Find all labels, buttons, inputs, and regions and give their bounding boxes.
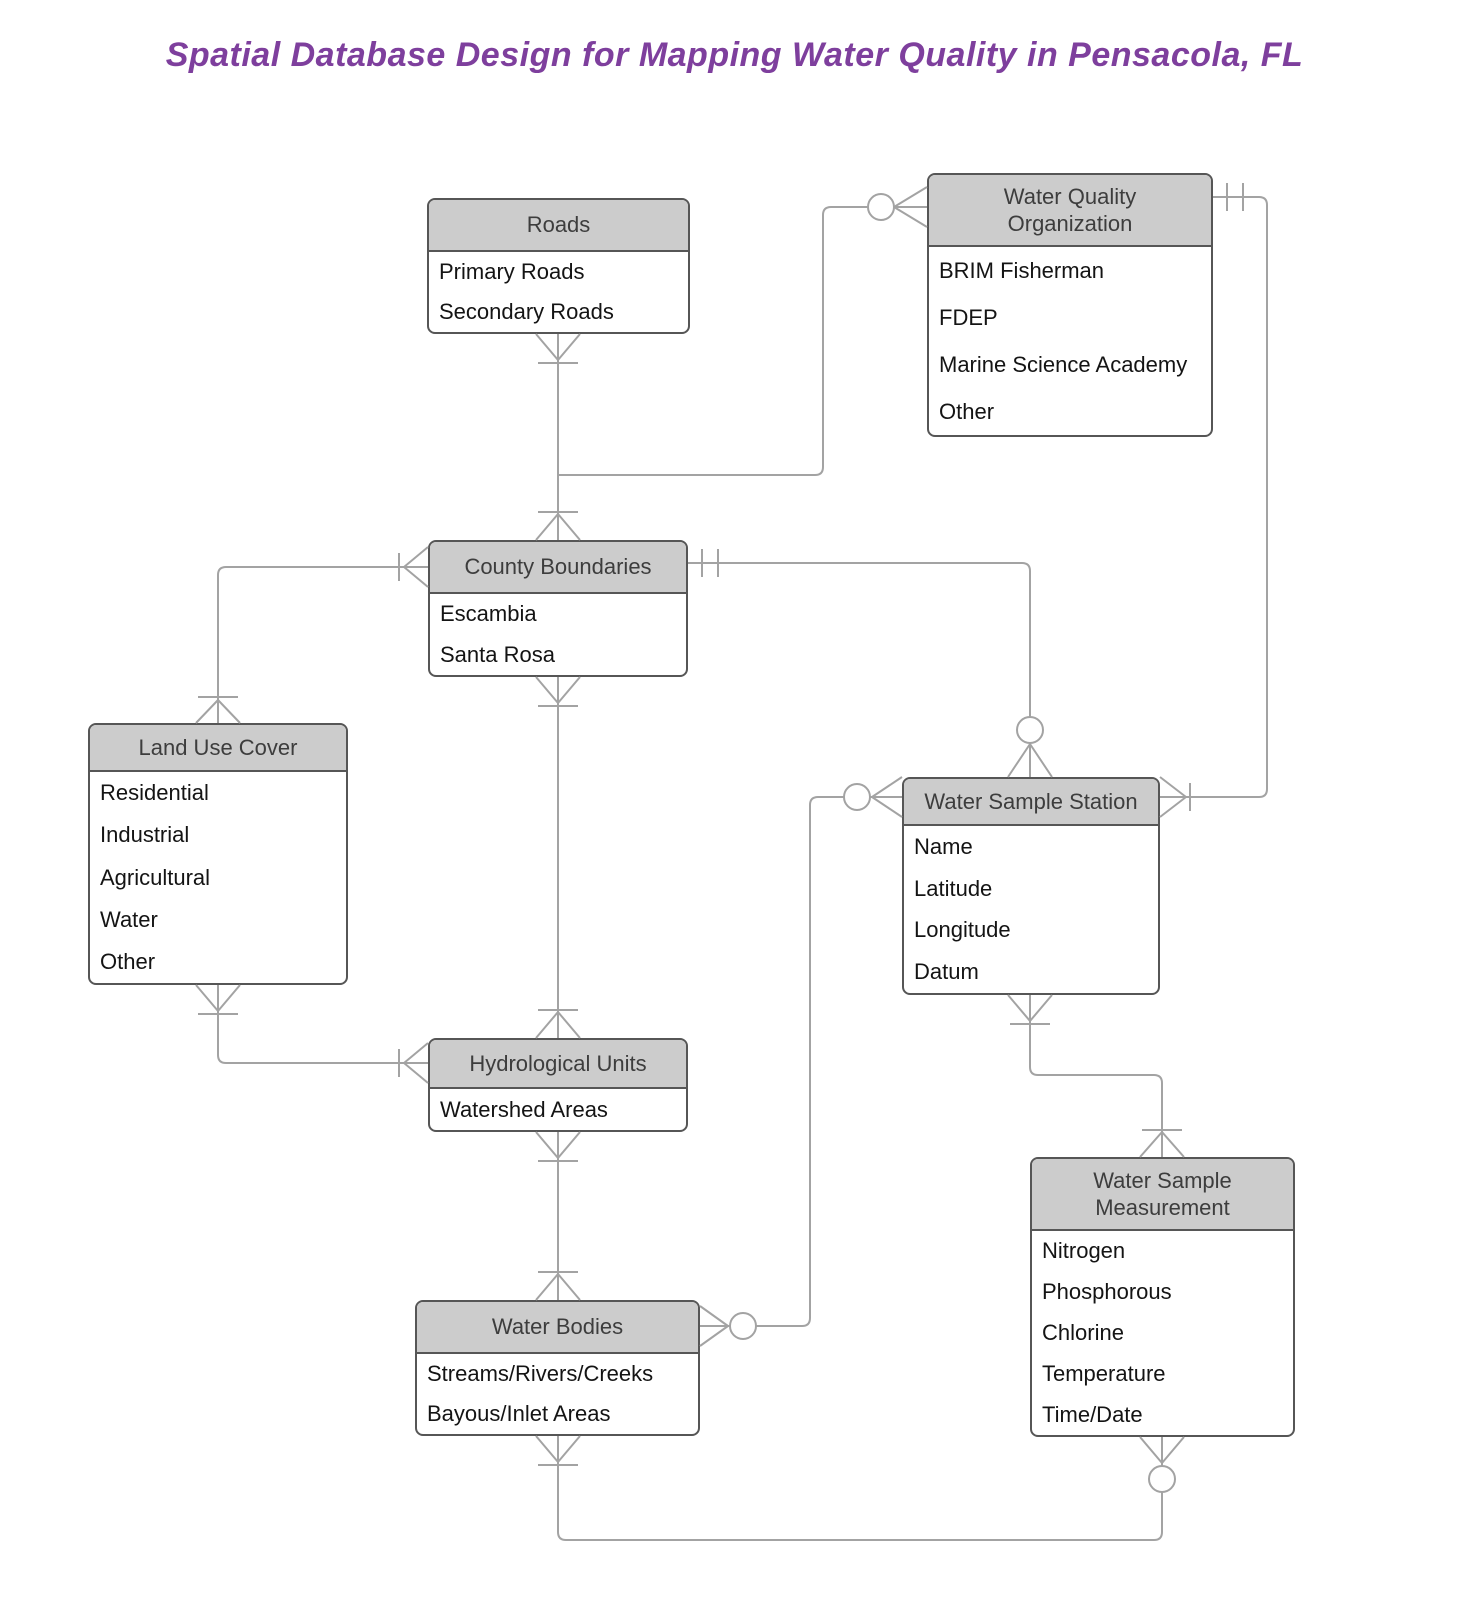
entity-water-bodies-body: Streams/Rivers/Creeks Bayous/Inlet Areas [417,1354,698,1434]
entity-water-sample-measurement[interactable]: Water Sample Measurement Nitrogen Phosph… [1030,1157,1295,1437]
attribute-row: Latitude [914,875,993,901]
relationship-hydrological-units-water-bodies [535,1131,581,1301]
connector-line [217,566,428,723]
connector-line [217,985,428,1064]
entity-water-bodies-header: Water Bodies [417,1302,698,1354]
crows-foot-one-or-many [1159,776,1191,818]
crows-foot-many [1139,1436,1185,1464]
attribute-row: Marine Science Academy [939,351,1188,377]
zero-circle-marker [843,783,871,811]
entity-water-sample-station-header: Water Sample Station [904,779,1158,826]
crows-foot-one-or-many [535,511,581,541]
attribute-row: Phosphorous [1042,1279,1172,1305]
attribute-row: BRIM Fisherman [939,257,1105,283]
attribute-row: Streams/Rivers/Creeks [427,1361,654,1386]
zero-circle-marker [867,193,895,221]
crows-foot-one-or-many [398,546,429,588]
crows-foot-one-or-many [398,1042,429,1084]
connector-line [700,796,902,1327]
entity-roads-title: Roads [526,212,591,238]
entity-roads-body: Primary Roads Secondary Roads [429,252,688,332]
relationship-county-boundaries-water-sample-station [688,549,1053,778]
one-and-only-one-ticks [1226,183,1244,211]
zero-circle-marker [1016,716,1044,744]
crows-foot-one-or-many [195,984,241,1015]
relationship-water-bodies-water-sample-station [699,776,903,1347]
connector-line [1029,995,1163,1157]
attribute-row: Temperature [1042,1360,1166,1386]
crows-foot-many [893,186,928,228]
crows-foot-many [871,776,903,818]
entity-water-quality-organization-title: Water Quality Organization [1003,183,1137,237]
diagram-title: Spatial Database Design for Mapping Wate… [165,36,1304,74]
crows-foot-one-or-many [195,696,241,724]
one-and-only-one-ticks [701,549,719,577]
attribute-row: Other [100,948,156,974]
attribute-row: Escambia [440,601,537,627]
connector-line [557,1436,1163,1541]
entity-water-sample-station[interactable]: Water Sample Station Name Latitude Longi… [902,777,1160,995]
entity-water-bodies-title: Water Bodies [491,1314,624,1340]
crows-foot-one-or-many [535,676,581,707]
attribute-row: FDEP [939,304,998,330]
entity-land-use-cover-header: Land Use Cover [90,725,346,772]
entity-land-use-cover-body: Residential Industrial Agricultural Wate… [90,772,346,983]
zero-circle-marker [1148,1465,1176,1493]
attribute-row: Bayous/Inlet Areas [427,1401,611,1426]
attribute-row: Other [939,398,995,424]
attribute-row: Water [100,906,158,932]
entity-water-quality-organization-body: BRIM Fisherman FDEP Marine Science Acade… [929,247,1211,435]
attribute-row: Datum [914,959,979,985]
attribute-row: Agricultural [100,864,211,890]
attribute-row: Santa Rosa [440,641,555,667]
entity-hydrological-units[interactable]: Hydrological Units Watershed Areas [428,1038,688,1132]
crows-foot-one-or-many [535,1435,581,1466]
attribute-row: Time/Date [1042,1401,1143,1427]
entity-hydrological-units-body: Watershed Areas [430,1089,686,1130]
entity-water-quality-organization-header: Water Quality Organization [929,175,1211,247]
entity-land-use-cover-title: Land Use Cover [138,734,298,760]
relationship-land-use-cover-hydrological-units [195,984,429,1084]
relationship-roads-county-boundaries [535,333,581,541]
crows-foot-one-or-many [1139,1129,1185,1158]
attribute-row: Chlorine [1042,1319,1124,1345]
entity-county-boundaries-header: County Boundaries [430,542,686,594]
crows-foot-one-or-many [535,1131,581,1162]
attribute-row: Secondary Roads [439,299,614,324]
relationship-county-boundaries-land-use-cover [195,546,429,724]
crows-foot-many [1007,743,1053,778]
entity-roads[interactable]: Roads Primary Roads Secondary Roads [427,198,690,334]
entity-county-boundaries-title: County Boundaries [464,554,652,580]
crows-foot-one-or-many [535,1009,581,1039]
relationship-water-sample-station-water-sample-measurement [1007,994,1185,1158]
entity-water-sample-station-title: Water Sample Station [924,788,1138,814]
entity-roads-header: Roads [429,200,688,252]
crows-foot-one-or-many [535,1271,581,1301]
crows-foot-many [699,1305,729,1347]
attribute-row: Residential [100,780,209,806]
relationship-county-boundaries-hydrological-units [535,676,581,1039]
attribute-row: Name [914,833,973,859]
entity-water-sample-measurement-title: Water Sample Measurement [1093,1167,1232,1221]
entity-hydrological-units-header: Hydrological Units [430,1040,686,1089]
connector-line [688,562,1031,777]
entity-land-use-cover[interactable]: Land Use Cover Residential Industrial Ag… [88,723,348,985]
entity-water-sample-station-body: Name Latitude Longitude Datum [904,826,1158,993]
attribute-row: Longitude [914,917,1011,943]
relationship-water-bodies-water-sample-measurement [535,1435,1185,1541]
entity-water-sample-measurement-header: Water Sample Measurement [1032,1159,1293,1231]
attribute-row: Watershed Areas [440,1096,608,1122]
zero-circle-marker [729,1312,757,1340]
attribute-row: Industrial [100,822,190,848]
entity-water-sample-measurement-body: Nitrogen Phosphorous Chlorine Temperatur… [1032,1231,1293,1435]
entity-hydrological-units-title: Hydrological Units [469,1050,647,1076]
crows-foot-one-or-many [535,333,581,364]
entity-county-boundaries-body: Escambia Santa Rosa [430,594,686,675]
entity-water-quality-organization[interactable]: Water Quality Organization BRIM Fisherma… [927,173,1213,437]
attribute-row: Primary Roads [439,259,585,284]
entity-county-boundaries[interactable]: County Boundaries Escambia Santa Rosa [428,540,688,677]
crows-foot-one-or-many [1007,994,1053,1025]
entity-water-bodies[interactable]: Water Bodies Streams/Rivers/Creeks Bayou… [415,1300,700,1436]
attribute-row: Nitrogen [1042,1238,1126,1264]
